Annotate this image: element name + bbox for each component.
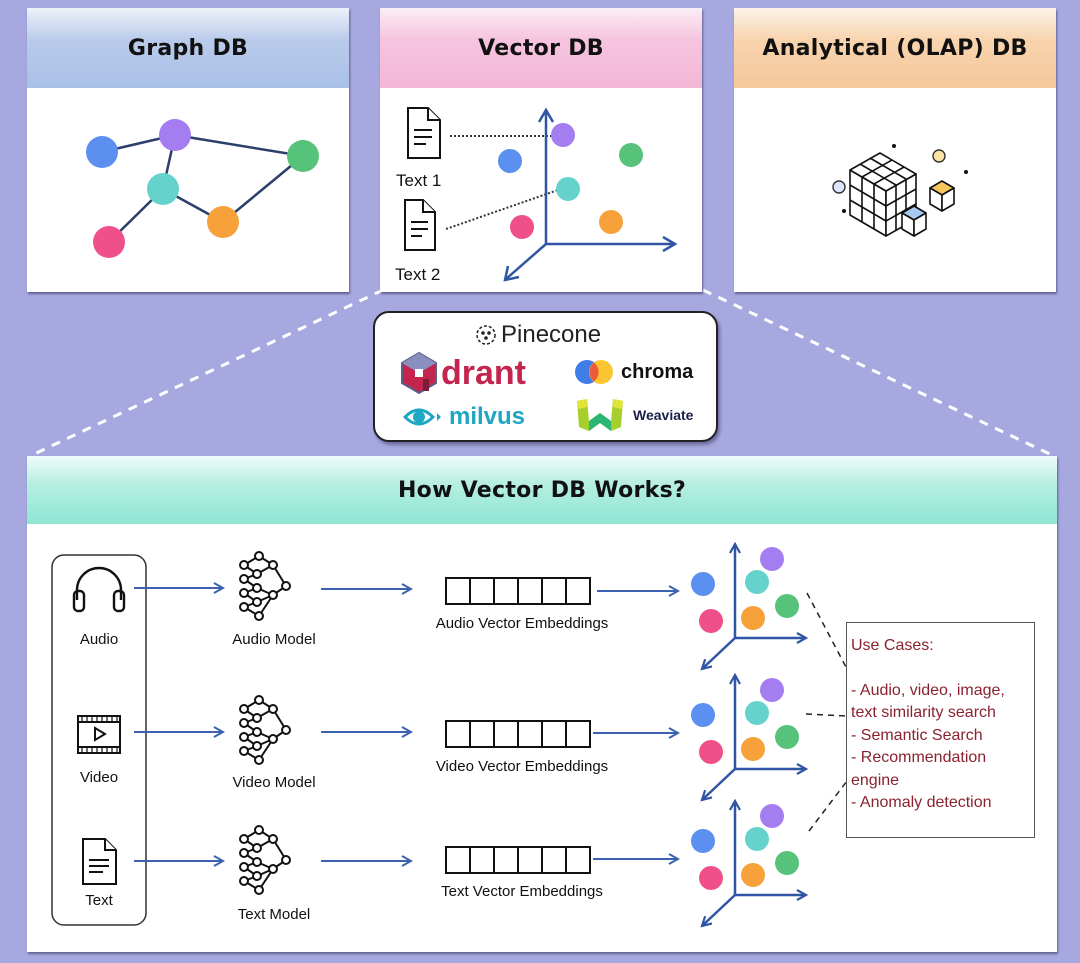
document-icon: [404, 199, 436, 251]
vector-space-plot: [691, 544, 806, 669]
vector-space-illustration: Text 1 Text 2: [395, 107, 678, 284]
doc-label-text-2: Text 2: [395, 265, 440, 284]
use-case-item: - Recommendation engine: [851, 749, 987, 789]
input-label-video: Video: [79, 769, 119, 786]
embedding-link-2: [445, 189, 559, 230]
doc-label-text-1: Text 1: [396, 171, 441, 190]
vendor-qdrant: drant: [399, 351, 526, 395]
video-icon: [77, 715, 121, 754]
embeddings-label-audio: Audio Vector Embeddings: [435, 615, 609, 632]
use-case-item: - Anomaly detection: [851, 794, 992, 811]
document-icon: [82, 838, 117, 885]
neural-network-icon: [239, 551, 291, 621]
how-it-works-title: How Vector DB Works?: [27, 456, 1057, 524]
embedding-vector: [445, 720, 591, 748]
document-icon: [407, 107, 441, 159]
olap-db-title: Analytical (OLAP) DB: [734, 8, 1056, 88]
graph-illustration: [86, 119, 319, 258]
model-label-text: Text Model: [237, 906, 311, 923]
milvus-logo-icon: [403, 408, 441, 426]
vector-db-panel: Vector DB Text 1 Text 2: [380, 8, 702, 292]
vector-space-plot: [691, 801, 806, 926]
pipeline-row-video: [134, 675, 806, 800]
embedding-vector: [445, 846, 591, 874]
vendor-weaviate-label: Weaviate: [633, 407, 694, 423]
connector-right: [702, 288, 1055, 458]
neural-network-icon: [239, 825, 291, 895]
vector-point-orange: [599, 210, 623, 234]
graph-node-pink: [93, 226, 125, 258]
vector-point-green: [619, 143, 643, 167]
vendor-logos-box: Pinecone drant chroma milvus: [373, 311, 718, 442]
vector-space-plot: [691, 675, 806, 800]
vendor-milvus: milvus: [403, 403, 525, 431]
vector-point-purple: [551, 123, 575, 147]
small-cube: [901, 205, 927, 237]
vendor-qdrant-label: drant: [441, 353, 526, 392]
olap-db-panel: Analytical (OLAP) DB: [734, 8, 1056, 292]
vector-db-title: Vector DB: [380, 8, 702, 88]
vendor-pinecone-label: Pinecone: [501, 321, 602, 348]
pipeline-diagram: [51, 456, 848, 952]
use-case-connectors: [805, 592, 848, 832]
embedding-vector: [445, 577, 591, 605]
weaviate-logo-icon: [577, 399, 623, 431]
vendor-pinecone: Pinecone: [475, 321, 601, 349]
chroma-logo-icon: [575, 360, 613, 384]
embeddings-label-video: Video Vector Embeddings: [435, 758, 609, 775]
input-label-text: Text: [85, 892, 113, 909]
pipeline-row-audio: [134, 544, 806, 669]
graph-edge: [222, 155, 304, 223]
model-label-audio: Audio Model: [232, 631, 316, 648]
use-cases-title: Use Cases:: [851, 637, 934, 654]
use-cases-box: Use Cases: - Audio, video, image, text s…: [846, 622, 1035, 838]
pinecone-logo-icon: [476, 325, 496, 345]
graph-db-title: Graph DB: [27, 8, 349, 88]
graph-edge: [174, 133, 304, 158]
connector-left: [29, 288, 384, 458]
vector-point-pink: [510, 215, 534, 239]
vendor-weaviate: Weaviate: [575, 397, 693, 433]
vendor-milvus-label: milvus: [449, 403, 526, 430]
model-label-video: Video Model: [232, 774, 316, 791]
qdrant-logo-icon: [401, 351, 437, 395]
graph-db-panel: Graph DB: [27, 8, 349, 292]
vector-point-teal: [556, 177, 580, 201]
vendor-chroma-label: chroma: [621, 360, 694, 383]
3d-axes: [503, 107, 678, 282]
graph-node-teal: [147, 173, 179, 205]
embeddings-label-text: Text Vector Embeddings: [441, 883, 603, 900]
input-label-audio: Audio: [79, 631, 119, 648]
neural-network-icon: [239, 695, 291, 765]
headphones-icon: [72, 566, 126, 613]
small-cube: [929, 180, 955, 212]
use-case-item: - Semantic Search: [851, 726, 983, 744]
pipeline-row-text: [134, 801, 806, 926]
graph-node-purple: [159, 119, 191, 151]
use-case-item: - Audio, video, image, text similarity s…: [851, 681, 1005, 722]
how-vector-db-works-panel: How Vector DB Works?: [27, 456, 1057, 952]
graph-node-orange: [207, 206, 239, 238]
olap-cube-icon: [832, 144, 968, 237]
vendor-chroma: chroma: [575, 359, 693, 385]
graph-node-blue: [86, 136, 118, 168]
graph-node-green: [287, 140, 319, 172]
vector-point-blue: [498, 149, 522, 173]
